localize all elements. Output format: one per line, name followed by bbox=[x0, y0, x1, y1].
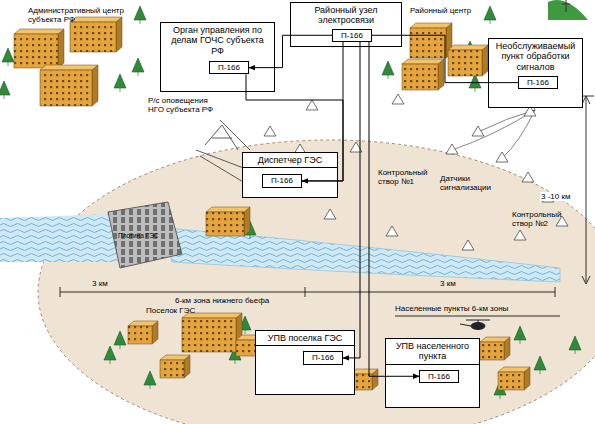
sensor bbox=[264, 126, 276, 136]
device-box: П-166 bbox=[262, 174, 302, 187]
caption-label: 3 км bbox=[440, 279, 456, 288]
sensor-wire bbox=[452, 110, 535, 150]
tree bbox=[114, 331, 126, 349]
caption-label: Районный центр bbox=[410, 6, 471, 15]
sensor bbox=[462, 240, 474, 250]
station-box: Необслуживаемый пункт обработки сигналов… bbox=[488, 38, 583, 108]
tree bbox=[484, 6, 496, 24]
dimension-line bbox=[395, 316, 560, 317]
device-name: П-166 bbox=[212, 63, 246, 72]
sensor bbox=[386, 226, 398, 236]
box-ground bbox=[242, 152, 338, 198]
box-heading: Диспетчер ГЭС bbox=[243, 155, 337, 168]
reservoir bbox=[0, 214, 118, 262]
device-box: П-166 bbox=[209, 61, 249, 74]
device-name: П-166 bbox=[335, 31, 369, 40]
building bbox=[206, 207, 250, 236]
dimension-line bbox=[60, 287, 555, 297]
device-box: П-166 bbox=[332, 29, 372, 42]
box-heading: УПВ поселка ГЭС bbox=[256, 333, 354, 346]
building bbox=[402, 59, 444, 90]
station-box: УПВ населенного пунктаП-166 bbox=[385, 338, 480, 408]
box-ground bbox=[385, 338, 480, 408]
device-name: П-166 bbox=[306, 353, 340, 362]
building bbox=[14, 29, 64, 68]
device-name: П-166 bbox=[521, 78, 555, 87]
caption-label: Датчики сигнализации bbox=[440, 174, 500, 192]
tree bbox=[114, 74, 126, 92]
sensor bbox=[392, 94, 404, 104]
box-ground bbox=[255, 330, 355, 395]
station-box: Диспетчер ГЭС П-166 bbox=[242, 152, 338, 198]
box-heading: Орган управления по делам ГОЧС субъекта … bbox=[164, 25, 271, 56]
sensor bbox=[446, 144, 458, 154]
box-ground bbox=[488, 38, 583, 108]
sensor bbox=[496, 152, 508, 162]
building bbox=[182, 313, 242, 352]
box-heading: УПВ населенного пункта bbox=[386, 341, 479, 365]
dam bbox=[108, 202, 182, 268]
hill bbox=[548, 0, 588, 20]
dimension-arrow bbox=[578, 96, 594, 284]
sensor bbox=[324, 209, 336, 219]
sensor bbox=[306, 100, 318, 110]
signal-line bbox=[343, 42, 360, 358]
box-ground bbox=[160, 22, 275, 92]
zone-ellipse bbox=[38, 140, 595, 424]
caption-label: Контрольный створ №1 bbox=[378, 168, 434, 186]
caption-label: Р/с оповещения НГО субъекта РФ bbox=[148, 96, 224, 114]
box-ground bbox=[290, 2, 402, 47]
building bbox=[410, 23, 452, 58]
caption-label: Контрольный створ №2 bbox=[512, 210, 568, 228]
caption-label: Плотина ГЭС bbox=[118, 232, 159, 239]
device-name: П-166 bbox=[422, 372, 456, 381]
caption-label: Поселок ГЭС bbox=[146, 306, 195, 315]
tree bbox=[514, 326, 526, 344]
tree bbox=[382, 61, 394, 79]
tree bbox=[144, 371, 156, 389]
caption-label: 3 -10 км bbox=[540, 192, 571, 201]
station-box: Районный узел электросвязиП-166 bbox=[290, 2, 402, 47]
building bbox=[480, 337, 510, 360]
tree bbox=[104, 346, 116, 364]
caption-label: Населенные пункты 6-км зоны bbox=[395, 304, 508, 313]
caption-label: 6-км зона нижнего бьефа bbox=[175, 296, 269, 305]
device-box: П-166 bbox=[518, 76, 558, 89]
box-heading: Необслуживаемый пункт обработки сигналов bbox=[492, 41, 579, 72]
building bbox=[160, 355, 190, 378]
station-box: УПВ поселка ГЭС П-166 bbox=[255, 330, 355, 395]
signal-line bbox=[369, 42, 419, 376]
device-name: П-166 bbox=[265, 176, 299, 185]
tree bbox=[569, 336, 581, 354]
tree bbox=[534, 356, 546, 374]
tree bbox=[132, 58, 144, 76]
antenna-mast bbox=[562, 0, 570, 12]
helicopter bbox=[460, 320, 490, 330]
device-box: П-166 bbox=[419, 370, 459, 383]
tree bbox=[0, 81, 10, 99]
sensor bbox=[514, 230, 526, 240]
building bbox=[128, 321, 158, 344]
building bbox=[70, 17, 122, 52]
caption-label: 3 км bbox=[92, 279, 108, 288]
building bbox=[498, 367, 530, 390]
box-heading: Районный узел электросвязи bbox=[294, 5, 398, 26]
building bbox=[448, 45, 488, 76]
sensor bbox=[522, 172, 534, 182]
device-box: П-166 bbox=[303, 351, 343, 364]
building bbox=[40, 65, 98, 106]
station-box: Орган управления по делам ГОЧС субъекта … bbox=[160, 22, 275, 92]
sensor-wire bbox=[502, 110, 535, 158]
tree bbox=[134, 6, 146, 24]
sensor bbox=[472, 126, 484, 136]
tree bbox=[2, 48, 14, 66]
caption-label: Административный центр субъекта РФ bbox=[28, 6, 158, 24]
